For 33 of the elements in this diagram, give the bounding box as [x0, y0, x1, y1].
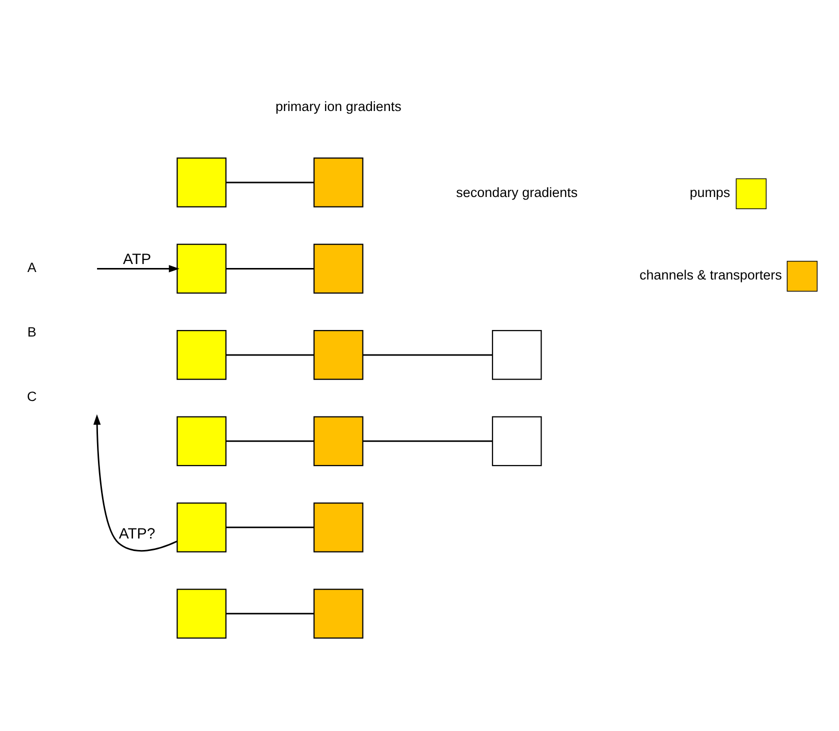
connector — [363, 440, 492, 442]
label: A — [27, 260, 36, 275]
node-box — [313, 502, 364, 552]
connector — [226, 612, 314, 614]
connector — [363, 354, 492, 356]
node-box — [176, 243, 226, 294]
connector — [226, 267, 314, 269]
node-box — [492, 416, 542, 466]
node-box — [492, 330, 542, 380]
node-box — [176, 588, 226, 638]
edge-label: ATP? — [118, 525, 156, 542]
legend-label: pumps — [690, 184, 730, 200]
node-box — [176, 416, 226, 466]
connector — [226, 181, 314, 183]
node-box — [313, 588, 364, 638]
arrow — [93, 414, 178, 552]
connector — [226, 440, 314, 442]
node-box — [313, 330, 364, 380]
node-box — [313, 243, 364, 294]
node-box — [176, 502, 226, 552]
node-box — [176, 330, 226, 380]
node-box — [313, 157, 364, 207]
connector — [226, 526, 314, 528]
label: primary ion gradients — [275, 98, 402, 114]
edge-label: ATP — [123, 250, 152, 268]
legend-label: channels & transporters — [639, 267, 782, 282]
label: secondary gradients — [456, 184, 578, 200]
node-box — [176, 157, 226, 207]
label: B — [27, 324, 36, 339]
arrow — [97, 264, 180, 272]
connector — [226, 354, 314, 356]
node-box — [313, 416, 364, 466]
label: C — [27, 388, 37, 404]
